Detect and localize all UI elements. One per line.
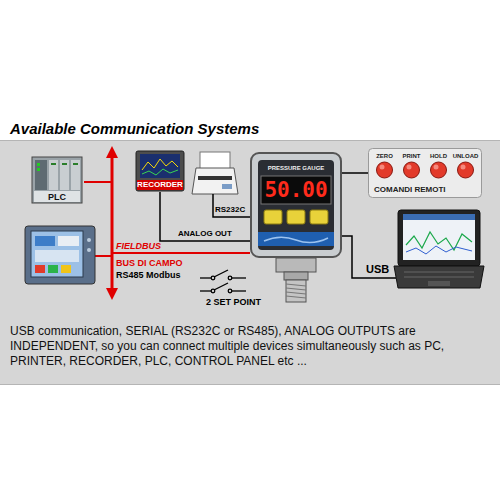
signal-wire: [160, 192, 250, 241]
node-text: ZERO: [371, 153, 398, 159]
recorder-box: RECORDER: [135, 150, 185, 192]
bus-label: FIELDBUS: [116, 242, 161, 251]
diagram-title: Available Communication Systems: [10, 121, 259, 136]
printer-illustration: [192, 152, 238, 194]
protocol-label: RS485 Modbus: [116, 271, 181, 280]
usb-wire: [342, 236, 396, 278]
node-text: PRESSURE GAUGE: [250, 165, 342, 171]
unload-button: UNLOAD: [452, 150, 479, 182]
signal-label: RS232C: [215, 206, 245, 214]
print-button: PRINT: [398, 150, 425, 182]
red-bus-arrow: [84, 146, 250, 300]
control-panel-illustration: [25, 226, 95, 284]
rs232c-wire: [213, 194, 250, 217]
node-text: PLC: [30, 193, 84, 202]
laptop-illustration: [394, 210, 484, 288]
node-text: HOLD: [425, 153, 452, 159]
pressure-gauge: PRESSURE GAUGE 50.00: [250, 152, 342, 258]
gauge-fitting: [276, 258, 316, 302]
plc-unit: PLC: [30, 155, 84, 205]
gray-panel: [0, 140, 500, 385]
node-text: PRINT: [398, 153, 425, 159]
signal-wire: [342, 172, 368, 174]
node-text: COMANDI REMOTI: [374, 186, 446, 194]
setpoint-label: 2 SET POINT: [206, 298, 261, 307]
node-text: UNLOAD: [452, 153, 479, 159]
node-text: RECORDER: [135, 181, 185, 189]
set-point-switches: [200, 270, 246, 293]
bus-label: BUS DI CAMPO: [116, 259, 183, 268]
zero-button: ZERO: [371, 150, 398, 182]
signal-label: USB: [366, 264, 389, 275]
edge-label: ANALOG OUT: [178, 230, 232, 238]
hold-button: HOLD: [425, 150, 452, 182]
remote-panel: COMANDI REMOTI ZEROPRINTHOLDUNLOAD: [368, 148, 482, 198]
node-text: 50.00: [250, 180, 342, 201]
diagram-caption: USB communication, SERIAL (RS232C or RS4…: [10, 324, 490, 369]
